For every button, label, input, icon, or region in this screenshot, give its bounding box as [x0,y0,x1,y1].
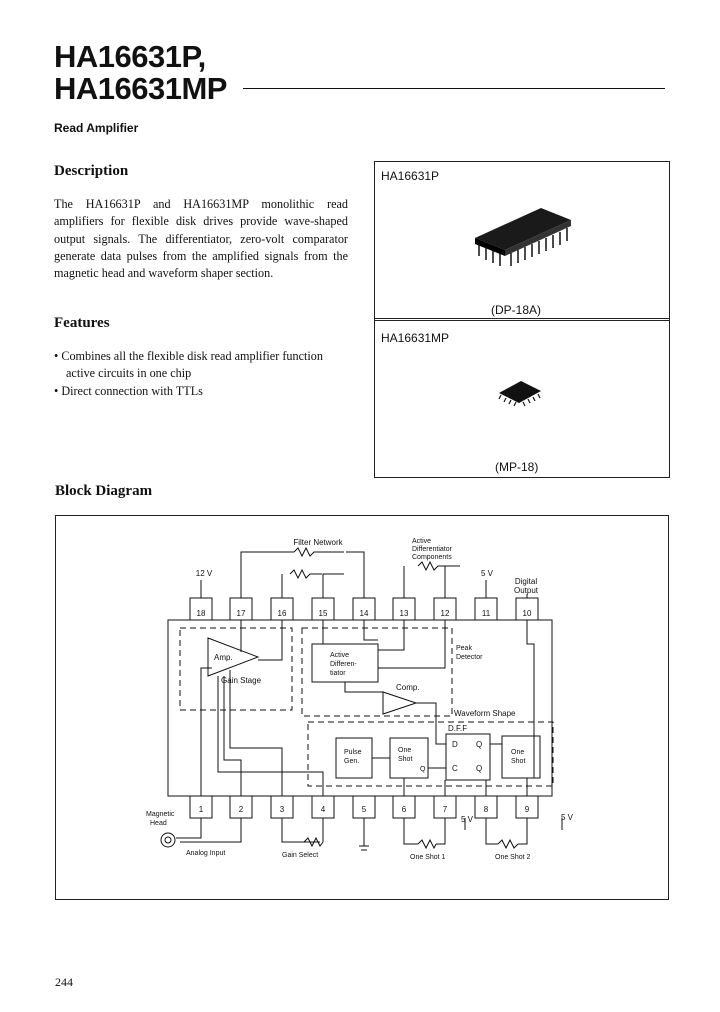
description-heading: Description [54,163,129,179]
package-name: HA16631MP [381,331,450,345]
active-differentiator-label: Active [330,652,349,659]
pulse-gen-label: Pulse [344,749,362,756]
description-text: The HA16631P and HA16631MP monolithic re… [54,197,348,281]
dip-package-icon [475,208,571,266]
title-rule [243,88,665,89]
gain-stage-label: Gain Stage [221,676,262,685]
one-shot-q-label: Q [420,766,426,773]
bottom-pin-label: 5 [362,805,367,814]
bottom-pin-label: 2 [239,805,244,814]
block-diagram-frame [55,515,669,900]
feature-item: • Combines all the flexible disk read am… [54,349,323,381]
package-box-dp18a: HA16631P (DP-18A) [374,161,670,321]
top-pin-label: 14 [360,609,369,618]
supply-12v-label: 12 V [196,569,213,578]
page-number: 244 [55,975,73,989]
one-shot-1-caption: One Shot 1 [410,854,446,861]
gain-stage-block [179,627,293,711]
features-heading: Features [54,315,110,331]
gain-select-label: Gain Select [282,852,318,859]
package-box-mp18: HA16631MP (MP-18) [374,318,670,478]
comparator-label: Comp. [396,683,420,692]
peak-detector-label: Detector [456,654,483,661]
amp-triangle [207,637,260,677]
active-differentiator-label: Differen- [330,661,357,668]
top-pin-label: 18 [197,609,206,618]
bottom-pin-label: 8 [484,805,489,814]
digital-output-label: Digital [515,577,537,586]
dff-d-label: D [452,740,458,749]
bottom-pin-label: 4 [321,805,326,814]
supply-5v-label: 5 V [481,569,494,578]
top-pin-label: 16 [278,609,287,618]
dff-qbar-label: Q [476,764,482,773]
one-shot-2-caption: One Shot 2 [495,854,531,861]
package-name: HA16631P [381,169,440,183]
top-pin-label: 13 [400,609,409,618]
top-pin-label: 11 [482,609,491,618]
dff-box [445,733,491,781]
one-shot-1-label: Shot [398,756,412,763]
top-pin-label: 17 [237,609,246,618]
active-differentiator-label: tiator [330,670,346,677]
waveform-shape-label: Waveform Shape [454,709,516,718]
page-title-line-1: HA16631P, [54,39,206,74]
pulse-gen-label: Gen. [344,758,359,765]
dff-block [307,721,554,787]
top-pin-label: 10 [523,609,532,618]
active-diff-components-label: Components [412,554,452,561]
top-pin-label: 15 [319,609,328,618]
feature-item: • Direct connection with TTLs [54,383,203,398]
dff-q-label: Q [476,740,482,749]
peak-detector-label: Peak [456,645,472,652]
package-code: (DP-18A) [491,303,542,317]
bottom-pin-label: 3 [280,805,285,814]
package-code: (MP-18) [495,460,539,474]
page-subtitle: Read Amplifier [54,121,139,135]
supply-5v-label: 5 V [461,815,474,824]
magnetic-head-label: Head [150,820,167,827]
digital-output-label: Output [514,586,539,595]
bottom-pin-label: 6 [402,805,407,814]
top-pin-label: 12 [441,609,450,618]
block-diagram-heading: Block Diagram [55,483,153,499]
bottom-pin-label: 7 [443,805,448,814]
comparator-triangle [382,691,418,715]
features-list: • Combines all the flexible disk read am… [54,348,354,400]
bottom-pin-label: 1 [199,805,204,814]
one-shot-2-label: Shot [511,758,525,765]
waveform-shape-block [301,627,453,717]
active-diff-components-label: Differentiator [412,546,453,553]
amp-label: Amp. [214,653,233,662]
one-shot-2-box [501,735,541,779]
active-diff-components-label: Active [412,538,431,545]
supply-5v-label: 5 V [561,813,574,822]
chip-outline [167,619,553,797]
one-shot-1-label: One [398,747,411,754]
page-title-line-2: HA16631MP [54,71,227,106]
filter-network-label: Filter Network [293,538,343,547]
dff-c-label: C [452,764,458,773]
magnetic-head-label: Magnetic [146,811,175,818]
sop-package-icon [498,381,541,407]
dff-label: D.F.F [448,724,467,733]
bottom-pin-label: 9 [525,805,530,814]
analog-input-label: Analog Input [186,850,225,857]
one-shot-2-label: One [511,749,524,756]
